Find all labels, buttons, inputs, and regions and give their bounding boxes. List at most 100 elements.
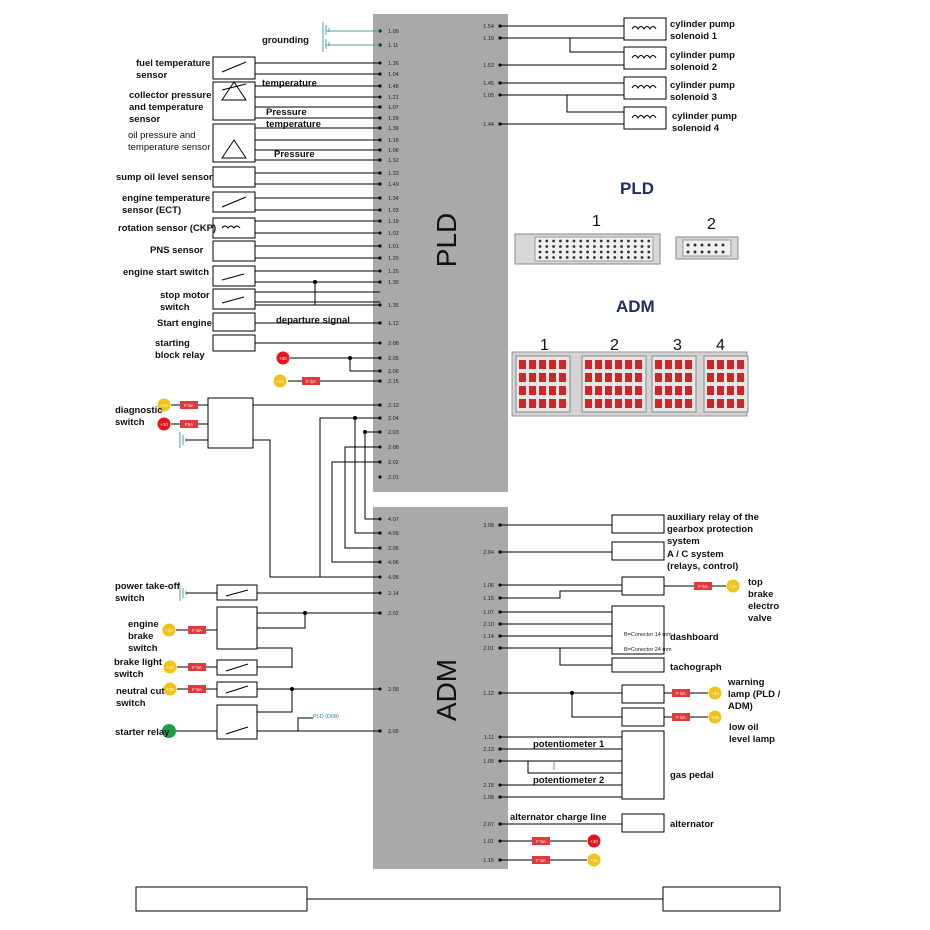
connector-pin [599,256,603,259]
start-engine-label: Start engine [157,318,212,329]
fuse [180,420,198,428]
adm-left-pin: 2.02 [388,611,399,617]
pld-right-pin: 1.54 [483,24,494,30]
connector-pin [565,250,569,254]
connector-pin [572,256,576,259]
connector-cell [675,373,682,382]
adm-left-pin: 2.14 [388,591,399,597]
coil-icon [221,225,241,229]
connector-pin [565,239,569,243]
connector-cell [529,386,536,395]
thermistor-icon [221,83,247,91]
wire [527,761,622,774]
connector-cell [615,360,622,369]
connector-pin [693,243,697,247]
fuse-label: F 5A [306,379,316,384]
adm-title: ADM [431,659,462,721]
switch-icon [225,663,249,672]
connector-cell [737,373,744,382]
switch-icon [225,589,249,597]
plus15-supply-label: +15 [276,379,284,384]
fuse [672,689,690,697]
switch-icon [221,273,245,281]
connector-pin [627,245,630,248]
connector-cell [605,360,612,369]
adm-right-pin: 2.04 [483,550,494,556]
connector-cell [737,386,744,395]
wires [171,22,726,861]
wire [297,717,313,731]
connector-pin [538,256,542,259]
connector-cell [539,399,546,408]
connector-cell [559,399,566,408]
starter-relay-indicator [162,724,176,738]
pressure-label: Pressure [274,149,315,160]
solenoid-box [623,46,667,70]
fuse-label: F 5A [698,584,708,589]
plus30-supply-label: +30 [160,422,168,427]
plus15-supply-label: +15 [590,858,598,863]
connector-pin [552,245,555,248]
dashboard-label: dashboard [670,632,719,643]
connector-cell [685,386,692,395]
connector-cell [655,360,662,369]
coil-icon [631,115,657,119]
connector-pin [586,250,589,254]
connector-cell [707,373,714,382]
connector-pin [620,239,623,243]
connector-pin [599,250,603,254]
wire [344,446,380,549]
connector-cell [529,360,536,369]
plus30-supply-label: +30 [590,839,598,844]
connector-pin [552,250,555,254]
connector-pin [633,250,637,254]
connector-pin [647,239,651,243]
connector-pin [599,239,603,243]
connector-cell [615,373,622,382]
connector-cell [625,373,632,382]
connector-pin [552,239,555,243]
plus15-supply-label: +15 [160,403,168,408]
plus15-supply-label: +15 [166,687,174,692]
connector-pin [593,245,596,248]
pld-left-pin: 1.30 [388,280,399,286]
connector-pin [538,239,542,243]
connector-pin [620,245,623,248]
connector-cell [635,373,642,382]
connector-cell [737,360,744,369]
connector-pin [633,256,637,259]
connector-pin [545,250,549,254]
fuse [532,856,550,864]
connector-cell [665,373,672,382]
adm-left-pin: 2.05 [388,546,399,552]
connector-cell [605,399,612,408]
plus15-supply [163,660,177,674]
connector-cell [595,373,602,382]
plus30-supply [587,834,601,848]
fuse-label: F 5A [676,691,686,696]
plus30-supply-label: +30 [279,356,287,361]
connector-cell [625,399,632,408]
connector-pin [593,250,596,254]
plus15-supply-label: +15 [165,628,173,633]
adm-module [373,507,508,869]
connector-pin [579,245,583,248]
adm-right-pin: 1.01 [483,839,494,845]
plus15-supply [587,853,601,867]
connector-cell [559,373,566,382]
adm-left-pin: 4.06 [388,560,399,566]
pld-left-pin: 1.25 [388,269,399,275]
sensor-box [212,166,256,188]
connector-pin [559,256,562,259]
plus15-supply [708,686,722,700]
pld-left-pin: 2.04 [388,416,399,422]
pld-title: PLD [431,213,462,267]
sensor-box [212,265,256,287]
